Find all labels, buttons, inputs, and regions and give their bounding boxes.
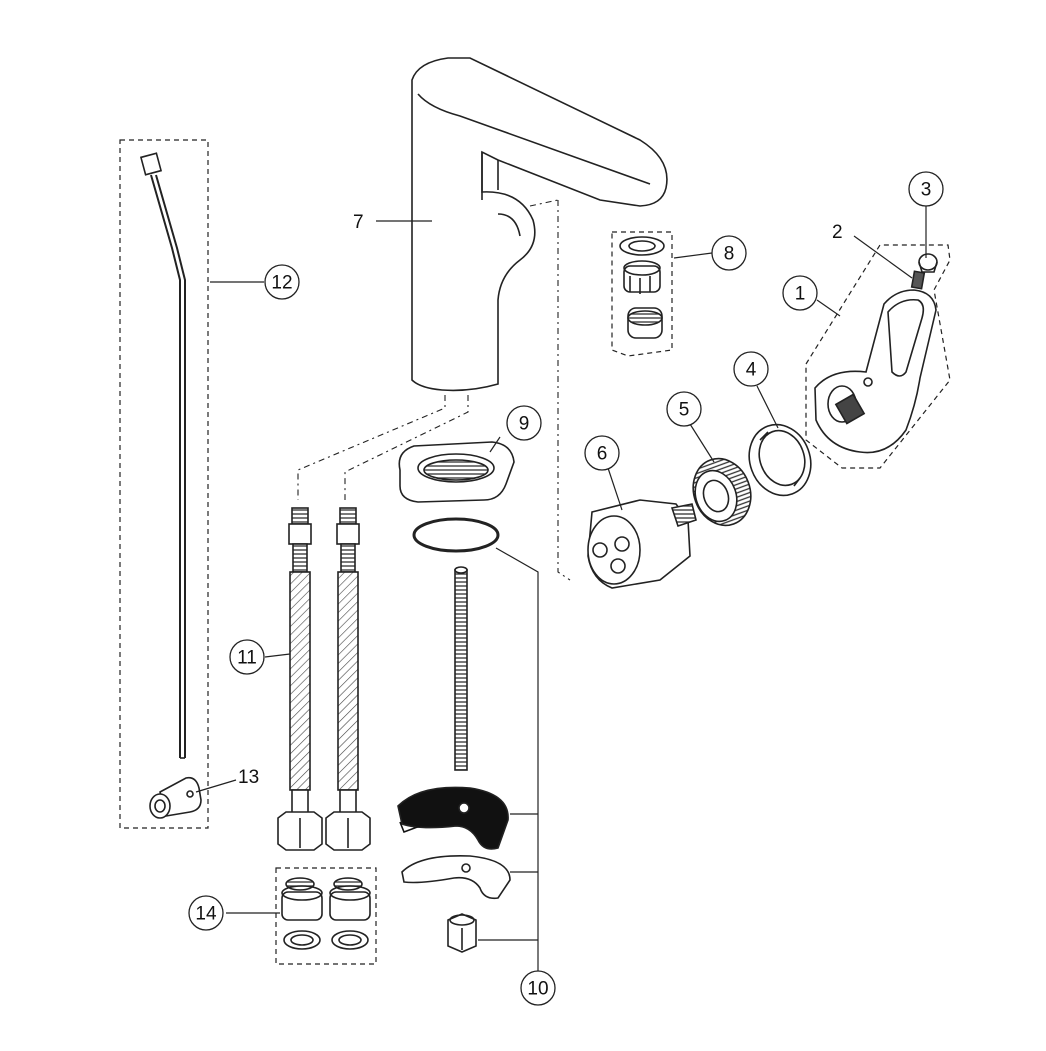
- callout-8: 8: [711, 235, 747, 271]
- hose-left: [277, 507, 323, 851]
- aerator-parts: [619, 236, 665, 339]
- cartridge: [587, 499, 697, 589]
- callout-12: 12: [264, 264, 300, 300]
- grub-screw: [910, 270, 926, 290]
- callout-1: 1: [782, 275, 818, 311]
- cartridge-connector-2: [529, 199, 559, 207]
- callout-11: 11: [229, 639, 265, 675]
- aerator-frame: [611, 231, 673, 357]
- callout-3-text: 3: [921, 180, 932, 201]
- handle-frame: [805, 244, 951, 469]
- callout-4-text: 4: [746, 360, 757, 381]
- o-ring: [412, 517, 500, 553]
- callout-5-text: 5: [679, 400, 690, 421]
- threaded-rod: [454, 566, 468, 771]
- callout-14: 14: [188, 895, 224, 931]
- callout-8-text: 8: [724, 244, 735, 265]
- label-7: 7: [353, 212, 364, 233]
- callout-4: 4: [733, 351, 769, 387]
- spout-connector: [297, 395, 446, 500]
- cap: [918, 253, 938, 273]
- pop-up-rod: [139, 152, 186, 759]
- cartridge-connector: [557, 200, 571, 581]
- callout-1-text: 1: [795, 284, 806, 305]
- threaded-nut: [692, 457, 752, 527]
- callout-9-text: 9: [519, 414, 530, 435]
- callout-9: 9: [506, 405, 542, 441]
- horseshoe-washer-black: [397, 786, 509, 850]
- lever-handle: [814, 289, 937, 454]
- callout-3: 3: [908, 171, 944, 207]
- callout-10-text: 10: [527, 979, 548, 1000]
- spout-connector-2: [344, 395, 469, 500]
- callouts: 12 11 14 8 9 3 1 4: [188, 171, 944, 1006]
- callout-6-text: 6: [597, 444, 608, 465]
- adapter-frame: [275, 867, 377, 965]
- locking-ring: [748, 423, 812, 497]
- label-2: 2: [832, 222, 843, 243]
- callout-11-text: 11: [237, 648, 257, 669]
- adapter-left: [281, 877, 323, 950]
- hose-right: [325, 507, 371, 851]
- callout-12-text: 12: [271, 273, 292, 294]
- rod-clamp: [149, 776, 202, 819]
- leader-lines: [195, 206, 927, 972]
- callout-10: 10: [520, 970, 556, 1006]
- spout-body: [411, 57, 668, 392]
- label-13: 13: [238, 767, 259, 788]
- adapter-right: [329, 877, 371, 950]
- group-12-frame: [119, 139, 209, 829]
- callout-5: 5: [666, 391, 702, 427]
- base-plate: [398, 441, 515, 503]
- callout-14-text: 14: [195, 904, 217, 925]
- horseshoe-washer-white: [401, 855, 511, 900]
- callout-6: 6: [584, 435, 620, 471]
- hex-nut: [447, 913, 477, 953]
